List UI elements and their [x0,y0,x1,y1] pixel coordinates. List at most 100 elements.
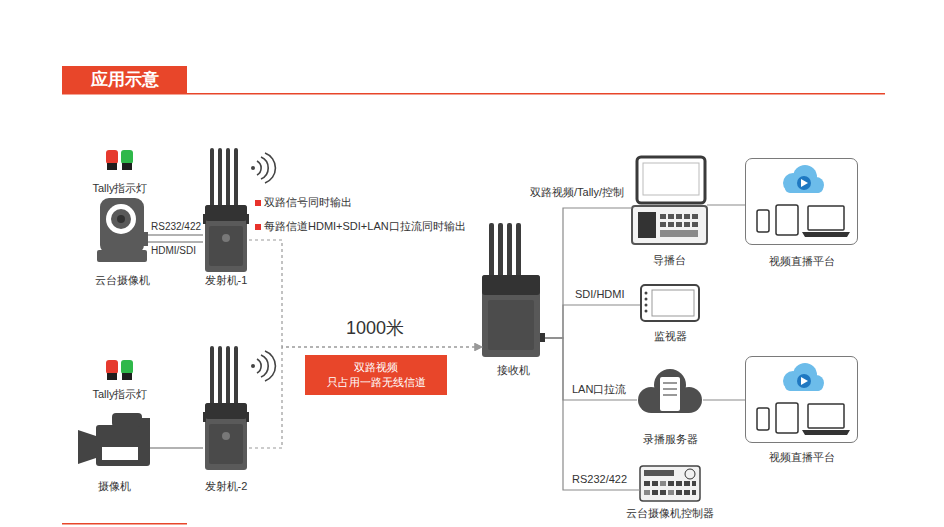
caption: 发射机-2 [205,480,248,493]
camera-port [141,232,148,246]
node-label: 录播服务器 [643,433,698,446]
info-box: 双路视频 只占用一路无线信道 [305,355,447,395]
caption: 监视器 [654,330,687,343]
live-platform-icon [757,363,850,435]
live-platform: 视频直播平台 [745,356,858,443]
caption: 发射机-1 [205,274,248,287]
transmitter: 发射机-2 [203,346,249,470]
console-icon [632,157,707,244]
monitor-button [645,298,648,301]
node-label: 摄像机 [98,480,131,493]
transmitter: 发射机-1 [203,148,249,272]
edge-label: LAN口拉流 [572,383,626,396]
tally-light: Tally指示灯 [104,150,136,170]
connectors [148,205,745,490]
camera-base [97,250,147,262]
lens-ring [106,204,136,234]
caption: 摄像机 [98,480,131,493]
controller-key [652,481,658,486]
controller-body [640,466,700,501]
node-label: 视频直播平台 [769,255,835,268]
transmitter-icon [203,148,275,272]
connector [545,338,640,490]
connector [150,447,203,448]
controller-key [676,481,682,486]
bullet [255,200,261,206]
monitor-screen [652,290,694,316]
edge-label: SDI/HDMI [575,288,625,301]
title: 应用示意 [91,70,159,90]
node-label: 接收机 [497,364,530,377]
switcher-console: 导播台 [632,157,707,245]
server-slot [663,382,677,384]
lens [111,209,131,229]
caption: 接收机 [497,364,530,377]
camcorder-viewfinder [140,418,150,432]
controller-key [644,490,650,495]
console-key [684,222,690,227]
antenna [507,223,512,281]
connector [545,208,632,338]
receiver-panel [488,300,534,350]
receiver-top [482,275,540,295]
connector [148,241,203,242]
connector [703,399,745,400]
note-label: 双路信号同时输出 [264,196,352,209]
camera-body [100,198,144,254]
edge-label-holder: LAN口拉流 [572,383,626,396]
edge-label-holder: HDMI/SDI [151,245,196,257]
controller-key [668,481,674,486]
console-key [668,222,674,227]
node-label: 导播台 [653,254,686,267]
console-key [692,222,698,227]
console-key [676,222,682,227]
node-label: 发射机-1 [205,274,248,287]
camcorder-icon [78,413,150,466]
receiver-body [482,275,540,357]
controller-key [644,481,650,486]
controller-key [684,481,690,486]
monitor-button [645,292,648,295]
console-screen [637,157,705,203]
edge-label-holder: RS232/422 [151,221,201,233]
monitor-frame [641,285,699,321]
note-holder: 1000米 [346,318,404,340]
note-holder: 双路信号同时输出 [264,196,352,209]
connector [249,347,482,448]
node-label: 云台摄像机 [95,274,150,287]
console-fader [660,230,698,237]
console-key [660,222,666,227]
connector [249,240,482,347]
header-bar: 应用示意 [62,66,187,94]
console-desk [632,206,707,244]
edge-label-holder: 双路视频/Tally/控制 [530,186,624,199]
connector [545,305,640,338]
caption: 录播服务器 [643,433,698,446]
bullet [255,224,261,230]
monitor: 监视器 [640,285,700,321]
antenna [516,223,521,281]
console-key [684,214,690,219]
controller-icon [640,466,700,501]
note-label: 每路信道HDMI+SDI+LAN口拉流同时输出 [264,220,466,233]
ptz-camera-icon [97,198,148,262]
server-slot [663,394,677,396]
controller-display [644,470,674,476]
receiver: 接收机 [482,223,545,357]
node-label: 视频直播平台 [769,451,835,464]
live-platform-icon [757,165,850,237]
controller-key [652,490,658,495]
monitor-icon [641,285,699,321]
console-key [660,214,666,219]
note-holder: 每路信道HDMI+SDI+LAN口拉流同时输出 [264,220,466,233]
controller-key [692,490,696,495]
monitor-button [645,304,648,307]
camcorder-handle [112,413,142,427]
server-tower [660,377,680,411]
camcorder-panel [102,447,138,460]
node-label: 监视器 [654,330,687,343]
controller-key [692,481,696,486]
receiver-icon [482,223,545,357]
caption: Tally指示灯 [92,182,147,195]
console-key [692,214,698,219]
